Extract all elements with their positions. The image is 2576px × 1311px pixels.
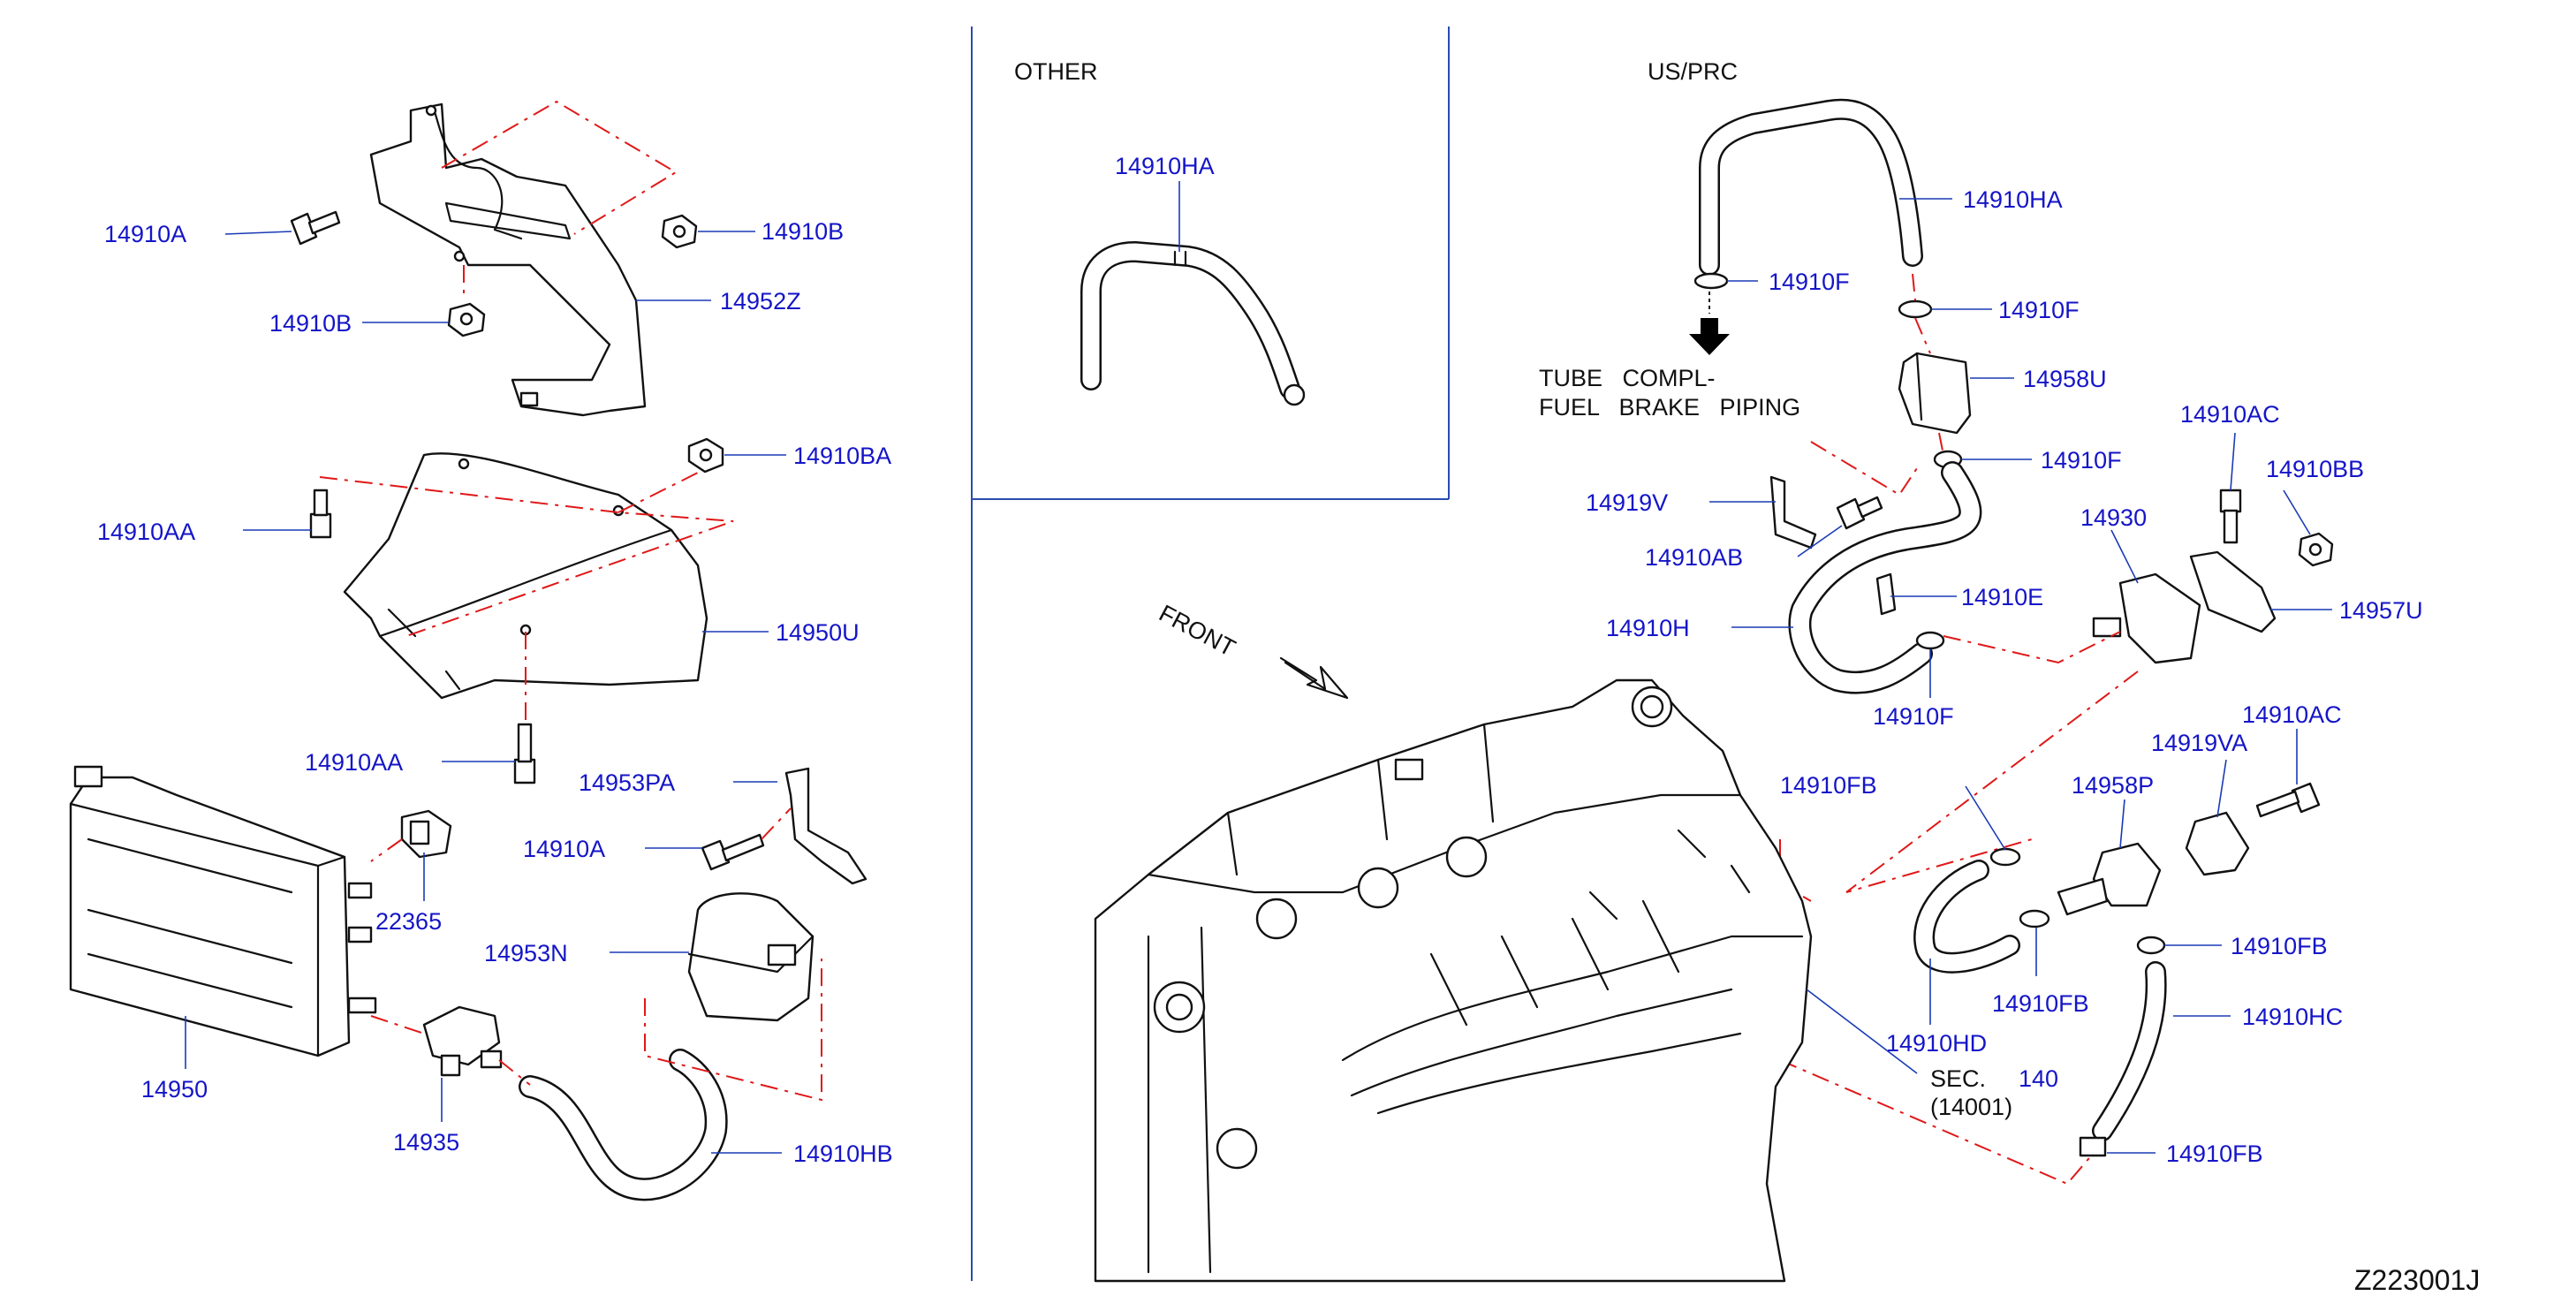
label-14953N: 14953N xyxy=(484,940,568,966)
label-14935: 14935 xyxy=(393,1129,459,1156)
bolt-14910AC-mid-drawing xyxy=(2255,782,2321,818)
hose-14910H-drawing xyxy=(1788,461,1982,694)
nut-14910BA-drawing xyxy=(687,437,724,474)
bracket-14952Z-drawing xyxy=(369,102,647,417)
label-14910H: 14910H xyxy=(1606,615,1690,641)
label-14910FB-mid: 14910FB xyxy=(1992,990,2089,1017)
clamp-14910FB-mid-drawing xyxy=(2019,909,2050,928)
note-line-1: TUBE COMPL- xyxy=(1539,365,1716,391)
clamp-14910FB-bottom-drawing xyxy=(2079,1136,2107,1157)
hose-14910HD-drawing xyxy=(1913,860,2020,974)
hose-14910HA-us-drawing xyxy=(1699,98,1923,276)
engine-block-drawing xyxy=(1094,678,1813,1283)
clamp-14910FB-right-drawing xyxy=(2136,936,2166,955)
label-14910FB-right: 14910FB xyxy=(2231,933,2328,959)
clip-14910E-drawing xyxy=(1875,572,1897,616)
panel-dividers xyxy=(971,27,1450,1281)
label-14910B-right: 14910B xyxy=(761,218,844,245)
label-14910HB: 14910HB xyxy=(793,1140,893,1167)
filter-14958U-drawing xyxy=(1898,352,1972,435)
label-14958U: 14958U xyxy=(2023,366,2107,392)
bracket-14957U-drawing xyxy=(2189,550,2277,633)
bracket-14953PA-drawing xyxy=(784,767,868,885)
hose-14910HA-other-drawing xyxy=(1080,241,1306,406)
sec-ref-line-2: (14001) xyxy=(1930,1094,2012,1120)
resonator-14953N-drawing xyxy=(687,892,814,1022)
label-14910HA-other: 14910HA xyxy=(1115,153,1215,179)
front-arrow-icon xyxy=(1279,656,1349,700)
section-other-title: OTHER xyxy=(1014,58,1098,85)
front-label: FRONT xyxy=(1155,600,1239,662)
clamp-14910F-2-drawing xyxy=(1898,299,1933,319)
canister-14950-drawing xyxy=(69,765,377,1057)
valve-22365-drawing xyxy=(400,809,452,859)
label-14910AB: 14910AB xyxy=(1645,544,1743,571)
bracket-14919V-drawing xyxy=(1769,475,1817,549)
bolt-14910AC-top-drawing xyxy=(2219,489,2242,544)
label-14910AC-top: 14910AC xyxy=(2180,401,2280,428)
nut-14910B-right-drawing xyxy=(661,214,698,249)
label-14910F-2: 14910F xyxy=(1998,297,2080,323)
label-14910AA-bottom: 14910AA xyxy=(305,749,403,776)
hose-14910HB-drawing xyxy=(519,1049,728,1201)
bolt-14910A-mid-drawing xyxy=(701,833,765,871)
nut-14910B-left-drawing xyxy=(447,302,486,337)
label-14950: 14950 xyxy=(141,1076,208,1103)
clamp-14910F-4-drawing xyxy=(1915,631,1945,650)
label-14910AA-top: 14910AA xyxy=(97,519,195,545)
sec-ref-line-1: SEC. xyxy=(1930,1065,1986,1092)
label-14910A-mid: 14910A xyxy=(523,836,605,862)
label-14910E: 14910E xyxy=(1961,584,2043,610)
sec-ref-number: 140 xyxy=(2019,1065,2058,1092)
bolt-14910A-drawing xyxy=(290,210,341,246)
heat-shield-14950U-drawing xyxy=(343,452,708,700)
valve-14935-drawing xyxy=(422,1005,503,1077)
label-14910HC: 14910HC xyxy=(2242,1004,2343,1030)
label-14910BA: 14910BA xyxy=(793,443,891,469)
label-14910AC-mid: 14910AC xyxy=(2242,701,2342,728)
bolt-14910AA-top-drawing xyxy=(309,489,332,539)
label-22365: 22365 xyxy=(375,908,442,935)
label-14950U: 14950U xyxy=(776,619,860,646)
label-14953PA: 14953PA xyxy=(579,769,675,796)
label-14919V: 14919V xyxy=(1586,489,1668,516)
label-14910HA-us: 14910HA xyxy=(1963,186,2063,213)
clamp-14910F-1-drawing xyxy=(1693,272,1729,290)
label-14930: 14930 xyxy=(2080,504,2147,531)
label-14910F-3: 14910F xyxy=(2041,447,2122,474)
bracket-14919VA-drawing xyxy=(2185,811,2250,876)
diagram-id: Z223001J xyxy=(2354,1264,2480,1296)
valve-14958P-drawing xyxy=(2057,842,2162,916)
label-14952Z: 14952Z xyxy=(720,288,801,314)
label-14910HD: 14910HD xyxy=(1886,1030,1987,1057)
bolt-14910AB-drawing xyxy=(1836,496,1883,530)
nut-14910BB-drawing xyxy=(2298,532,2334,567)
label-14910A-top: 14910A xyxy=(104,221,186,247)
label-14910FB-bottom: 14910FB xyxy=(2166,1140,2263,1167)
label-14910F-4: 14910F xyxy=(1873,703,1954,730)
hose-14910HC-drawing xyxy=(2092,961,2167,1141)
label-14910BB: 14910BB xyxy=(2266,456,2364,482)
leader-lines xyxy=(185,181,2332,1154)
valve-14930-drawing xyxy=(2092,572,2201,664)
label-14910FB-top: 14910FB xyxy=(1780,772,1877,799)
label-14910F-1: 14910F xyxy=(1769,269,1850,295)
bolt-14910AA-bottom-drawing xyxy=(513,723,536,784)
note-line-2: FUEL BRAKE PIPING xyxy=(1539,394,1800,421)
label-14958P: 14958P xyxy=(2072,772,2154,799)
label-14957U: 14957U xyxy=(2339,597,2423,624)
clamp-14910FB-top-drawing xyxy=(1989,847,2021,867)
part-labels: 14910A 14910B 14952Z 14910B 14910BA 1491… xyxy=(97,153,2423,1167)
label-14910B-left: 14910B xyxy=(269,310,352,337)
section-us-prc-title: US/PRC xyxy=(1648,58,1738,85)
label-14919VA: 14919VA xyxy=(2151,730,2247,756)
